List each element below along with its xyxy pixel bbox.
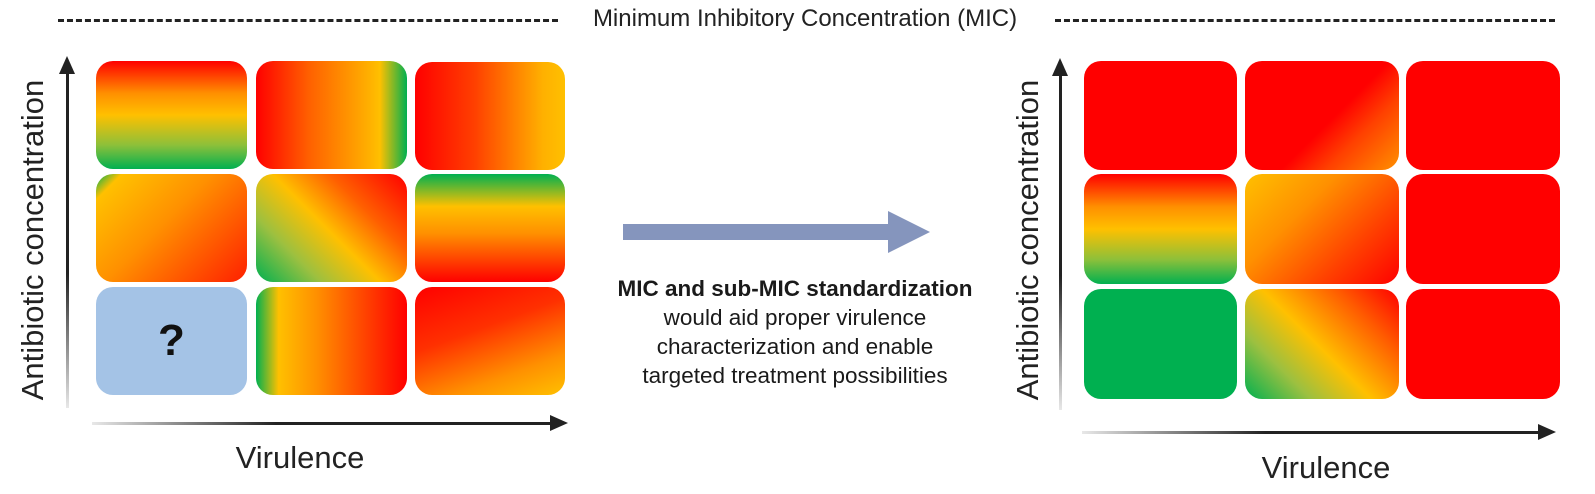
right-cell-r2-c3 [1406, 174, 1560, 284]
right-y-axis-label: Antibiotic concentration [1010, 79, 1045, 401]
left-cell-r1-c3 [415, 62, 565, 170]
left-cell-r3-c2 [256, 287, 407, 395]
right-cell-r3-c1 [1084, 289, 1237, 399]
right-cell-r1-c2 [1245, 61, 1399, 170]
left-cell-r1-c2 [256, 61, 407, 169]
caption-line-1: would aid proper virulence [663, 305, 927, 330]
left-cell-r2-c1 [96, 174, 247, 282]
standardization-arrow-head [888, 211, 930, 253]
left-cell-r2-c2 [256, 174, 407, 282]
header-dash-left [58, 19, 558, 22]
left-cell-r2-c3 [415, 174, 565, 282]
right-cell-r1-c3 [1406, 61, 1560, 170]
right-y-axis-arrowhead [1052, 58, 1068, 76]
right-x-axis [1082, 431, 1540, 434]
caption-line-2: characterization and enable [656, 334, 934, 359]
left-cell-r3-c1-unknown: ? [96, 287, 247, 395]
unknown-question-mark: ? [158, 316, 185, 365]
standardization-caption: MIC and sub-MIC standardization would ai… [595, 274, 995, 390]
right-x-axis-label: Virulence [1261, 450, 1391, 485]
left-x-axis-arrowhead [550, 415, 568, 431]
right-y-axis [1059, 74, 1062, 410]
left-y-axis [66, 72, 69, 408]
header-dash-right [1055, 19, 1555, 22]
left-x-axis [92, 422, 552, 425]
left-x-axis-label: Virulence [235, 440, 365, 475]
right-cell-r2-c1 [1084, 174, 1237, 284]
right-cell-r1-c1 [1084, 61, 1237, 170]
header-title: Minimum Inhibitory Concentration (MIC) [592, 5, 1018, 32]
right-x-axis-arrowhead [1538, 424, 1556, 440]
right-cell-r3-c3 [1406, 289, 1560, 399]
left-y-axis-arrowhead [59, 56, 75, 74]
standardization-arrow-body [623, 224, 891, 240]
left-cell-r1-c1 [96, 61, 247, 169]
left-y-axis-label: Antibiotic concentration [15, 79, 50, 401]
caption-bold-line: MIC and sub-MIC standardization [617, 276, 973, 301]
right-cell-r3-c2 [1245, 289, 1399, 399]
right-cell-r2-c2 [1245, 174, 1399, 284]
caption-line-3: targeted treatment possibilities [642, 363, 948, 388]
left-cell-r3-c3 [415, 287, 565, 395]
